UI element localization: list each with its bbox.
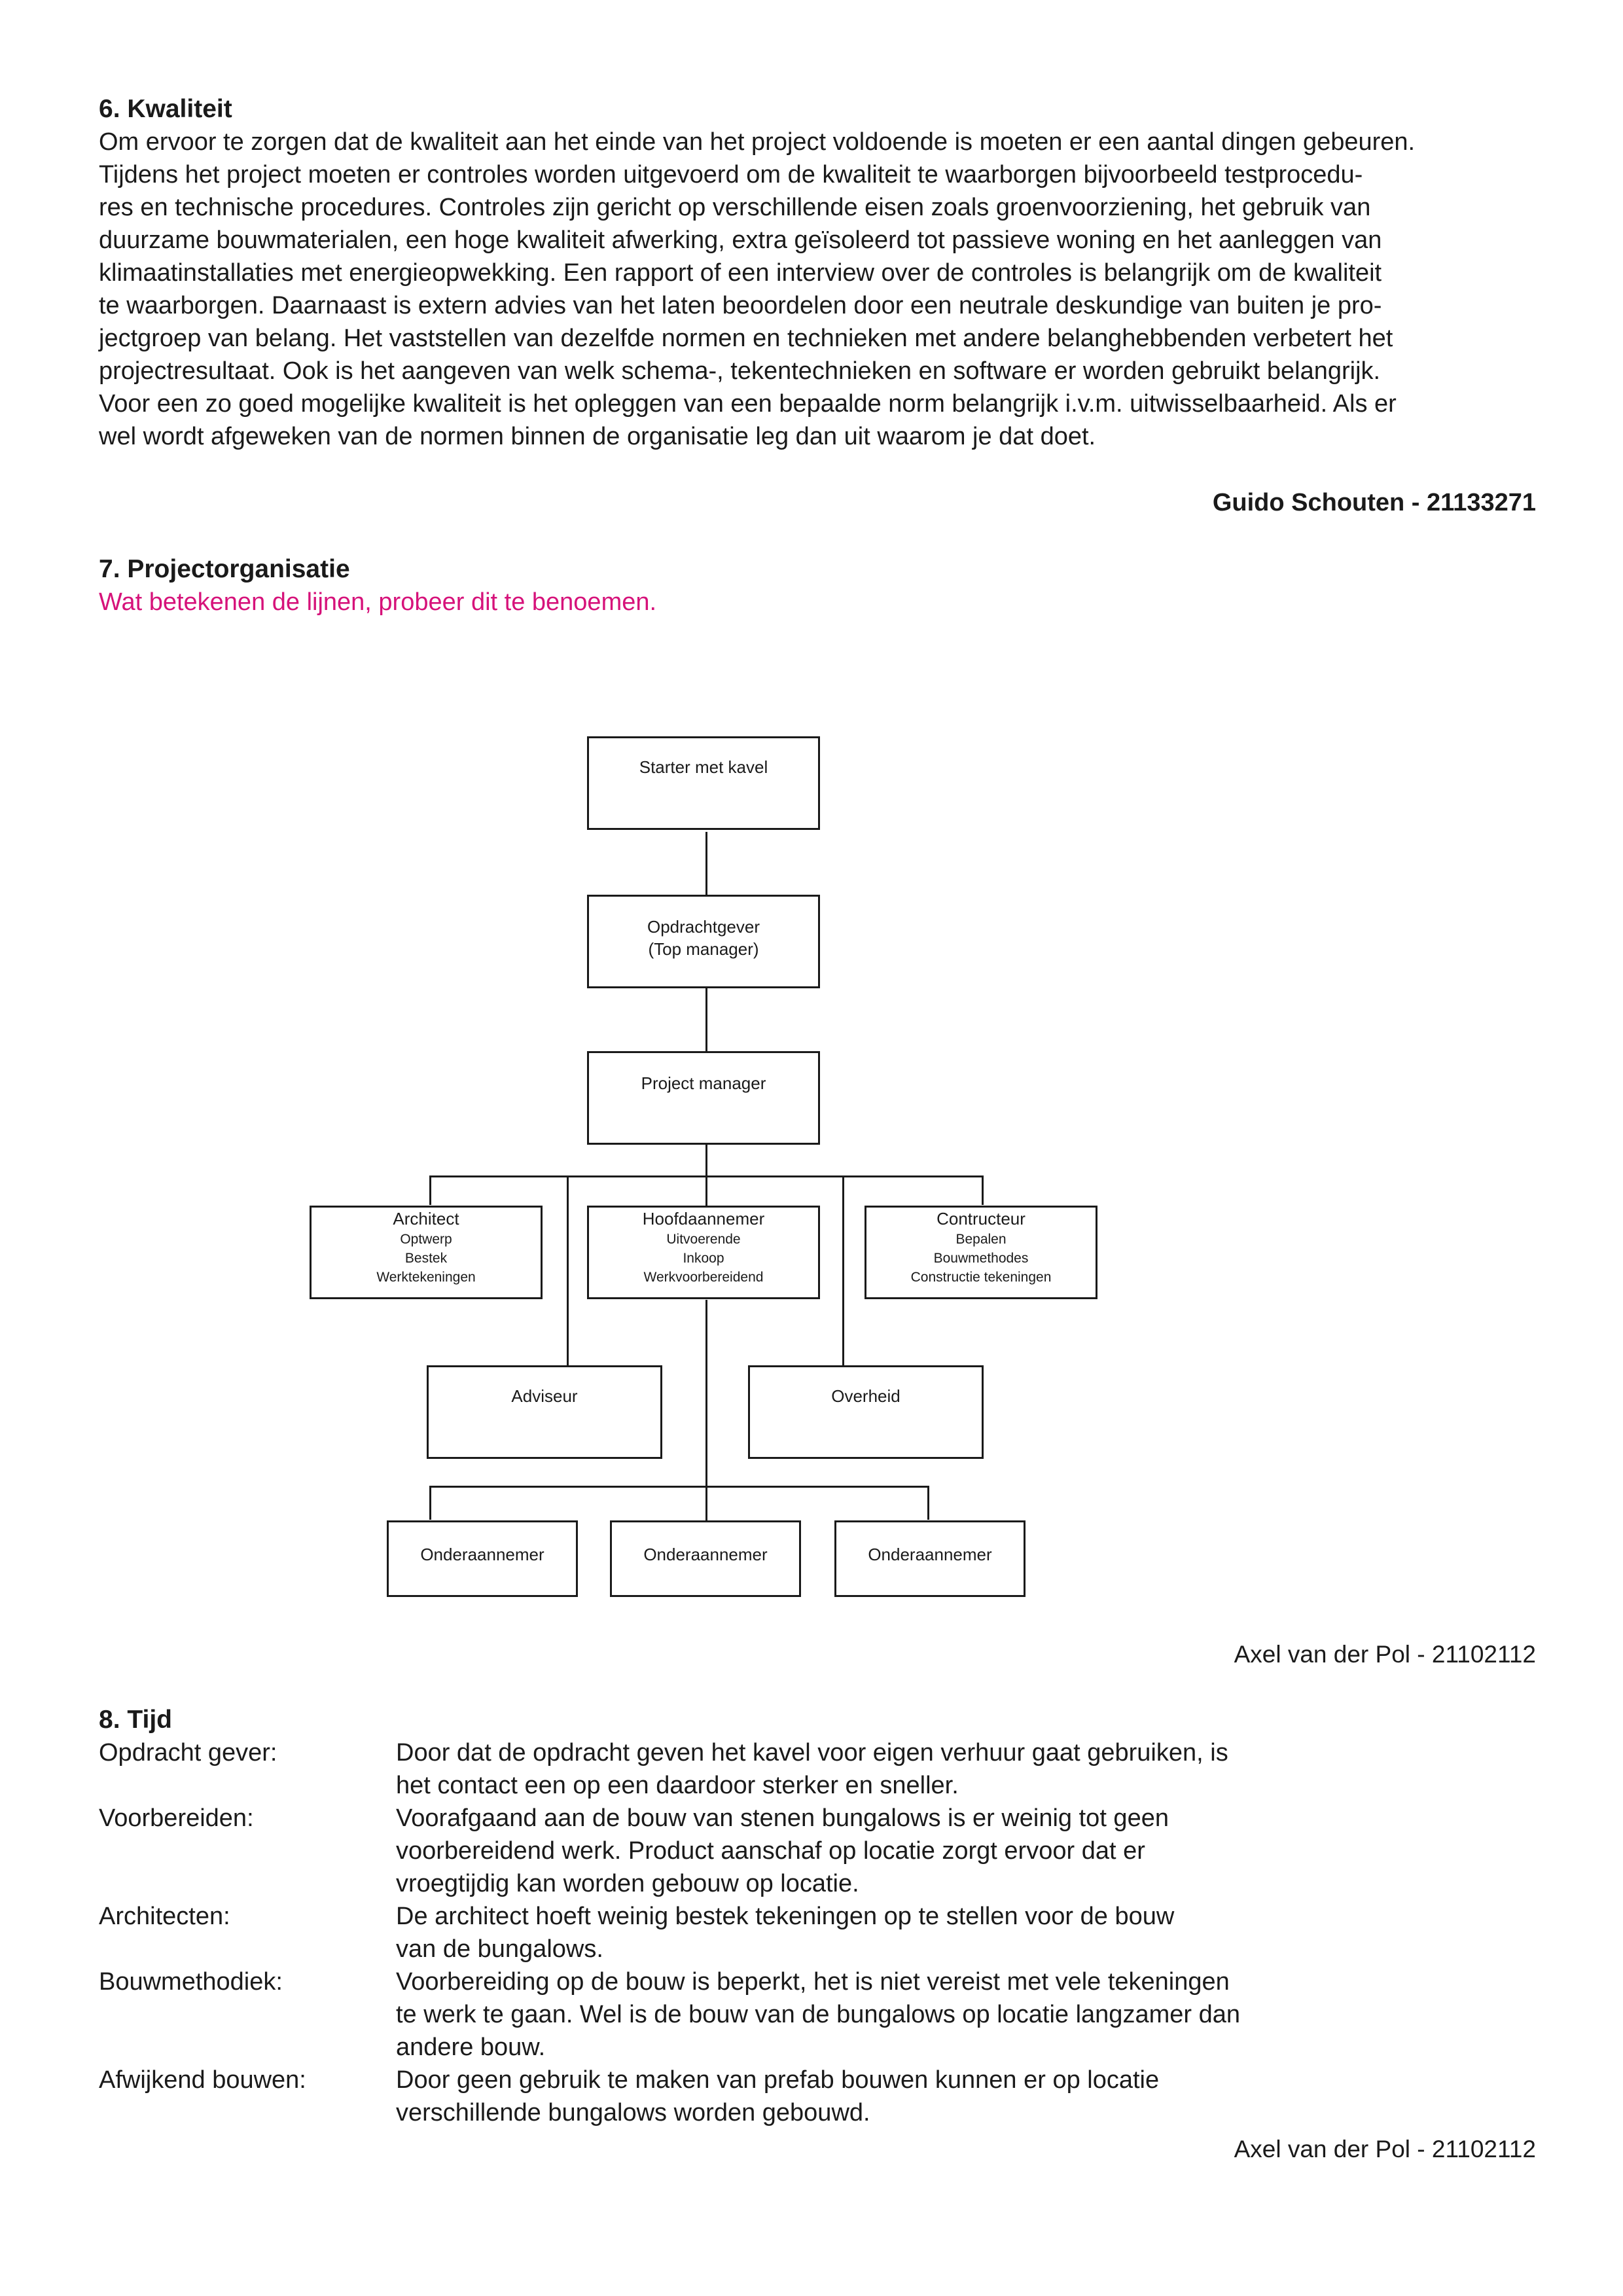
description-line: Voorbereiding op de bouw is beperkt, het… [396, 1968, 1230, 1996]
description-line: te werk te gaan. Wel is de bouw van de b… [396, 2001, 1240, 2028]
org-box-adviseur: Adviseur [427, 1365, 662, 1459]
connector-line [705, 832, 707, 897]
org-box-project-manager: Project manager [587, 1051, 820, 1145]
connector-line [429, 1175, 431, 1205]
section-7-author: Axel van der Pol - 21102112 [1234, 1641, 1536, 1668]
paragraph-line: Voor een zo goed mogelijke kwaliteit is … [99, 390, 1397, 418]
org-box-label: Adviseur [511, 1386, 578, 1406]
time-row-label: Afwijkend bouwen: [99, 2066, 306, 2094]
description-line: voorbereidend werk. Product aanschaf op … [396, 1837, 1145, 1865]
org-box-sublabel: Bepalen [955, 1232, 1007, 1247]
paragraph-line: wel wordt afgeweken van de normen binnen… [99, 423, 1096, 450]
connector-line [842, 1175, 844, 1367]
org-box-sublabel: Constructie tekeningen [910, 1270, 1052, 1285]
connector-line [705, 988, 707, 1054]
description-line: De architect hoeft weinig bestek tekenin… [396, 1903, 1175, 1930]
description-line: Voorafgaand aan de bouw van stenen bunga… [396, 1804, 1169, 1832]
description-line: andere bouw. [396, 2034, 546, 2061]
description-line: van de bungalows. [396, 1935, 603, 1963]
description-line: vroegtijdig kan worden gebouw op locatie… [396, 1870, 859, 1897]
time-row-label: Architecten: [99, 1903, 230, 1930]
paragraph-line: klimaatinstallaties met energieopwekking… [99, 259, 1382, 287]
org-box-label: Onderaannemer [420, 1545, 544, 1564]
section-8-heading: 8. Tijd [99, 1706, 172, 1734]
org-box-sublabel: Uitvoerende [666, 1232, 741, 1247]
org-box-label: Starter met kavel [639, 757, 768, 777]
section-7-heading: 7. Projectorganisatie [99, 555, 350, 583]
org-box-sublabel: Bestek [404, 1251, 448, 1266]
description-line: Door dat de opdracht geven het kavel voo… [396, 1739, 1228, 1767]
org-box-label: Overheid [831, 1386, 901, 1406]
description-line: het contact een op een daardoor sterker … [396, 1772, 959, 1799]
org-chart: Starter met kavel Opdrachtgever (Top man… [310, 736, 1097, 1597]
org-box-label: (Top manager) [648, 939, 759, 959]
org-box-onderaannemer: Onderaannemer [610, 1520, 801, 1597]
paragraph-line: jectgroep van belang. Het vaststellen va… [99, 325, 1393, 352]
time-row-description: Voorbereiding op de bouw is beperkt, het… [396, 1965, 1240, 2064]
section-6-author: Guido Schouten - 21133271 [1212, 489, 1536, 516]
section-6-heading: 6. Kwaliteit [99, 95, 232, 123]
section-6-paragraph: Om ervoor te zorgen dat de kwaliteit aan… [99, 126, 1415, 453]
org-box-onderaannemer: Onderaannemer [387, 1520, 578, 1597]
org-box-label: Hoofdaannemer [642, 1209, 765, 1229]
time-row-label: Voorbereiden: [99, 1804, 254, 1832]
connector-line [429, 1486, 929, 1488]
paragraph-line: Tijdens het project moeten er controles … [99, 161, 1363, 188]
org-box-starter: Starter met kavel [587, 736, 820, 830]
paragraph-line: Om ervoor te zorgen dat de kwaliteit aan… [99, 128, 1416, 156]
org-box-label: Contructeur [936, 1209, 1026, 1229]
time-row-description: Voorafgaand aan de bouw van stenen bunga… [396, 1802, 1169, 1900]
description-line: Door geen gebruik te maken van prefab bo… [396, 2066, 1160, 2094]
time-row-label: Bouwmethodiek: [99, 1968, 283, 1996]
connector-line [982, 1175, 984, 1205]
org-box-hoofdaannemer: Hoofdaannemer Uitvoerende Inkoop Werkvoo… [587, 1206, 820, 1299]
connector-line [705, 1145, 707, 1210]
org-box-label: Project manager [641, 1073, 766, 1093]
paragraph-line: res en technische procedures. Controles … [99, 194, 1371, 221]
connector-line [429, 1486, 431, 1520]
org-box-overheid: Overheid [748, 1365, 984, 1459]
paragraph-line: te waarborgen. Daarnaast is extern advie… [99, 292, 1382, 319]
org-box-label: Onderaannemer [643, 1545, 768, 1564]
org-box-opdrachtgever: Opdrachtgever (Top manager) [587, 895, 820, 988]
connector-line [927, 1486, 929, 1520]
section-8-author: Axel van der Pol - 21102112 [1234, 2136, 1536, 2162]
time-row-label: Opdracht gever: [99, 1739, 277, 1767]
org-box-label: Onderaannemer [868, 1545, 992, 1564]
org-box-architect: Architect Optwerp Bestek Werktekeningen [310, 1206, 543, 1299]
time-row-description: Door dat de opdracht geven het kavel voo… [396, 1736, 1228, 1802]
section-7-note: Wat betekenen de lijnen, probeer dit te … [99, 588, 657, 616]
org-box-sublabel: Werkvoorbereidend [643, 1270, 764, 1285]
connector-line [567, 1175, 569, 1367]
time-row-description: Door geen gebruik te maken van prefab bo… [396, 2064, 1159, 2129]
org-box-sublabel: Werktekeningen [376, 1270, 476, 1285]
org-box-label: Architect [393, 1209, 459, 1229]
org-box-sublabel: Inkoop [683, 1251, 724, 1266]
time-row-description: De architect hoeft weinig bestek tekenin… [396, 1900, 1174, 1965]
org-box-onderaannemer: Onderaannemer [834, 1520, 1026, 1597]
paragraph-line: projectresultaat. Ook is het aangeven va… [99, 357, 1381, 385]
connector-line [705, 1300, 707, 1530]
org-box-contructeur: Contructeur Bepalen Bouwmethodes Constru… [865, 1206, 1097, 1299]
connector-line [429, 1175, 984, 1177]
description-line: verschillende bungalows worden gebouwd. [396, 2099, 870, 2126]
org-box-sublabel: Bouwmethodes [933, 1251, 1029, 1266]
paragraph-line: duurzame bouwmaterialen, een hoge kwalit… [99, 226, 1382, 254]
org-box-label: Opdrachtgever [647, 917, 760, 937]
org-box-sublabel: Optwerp [400, 1232, 452, 1247]
